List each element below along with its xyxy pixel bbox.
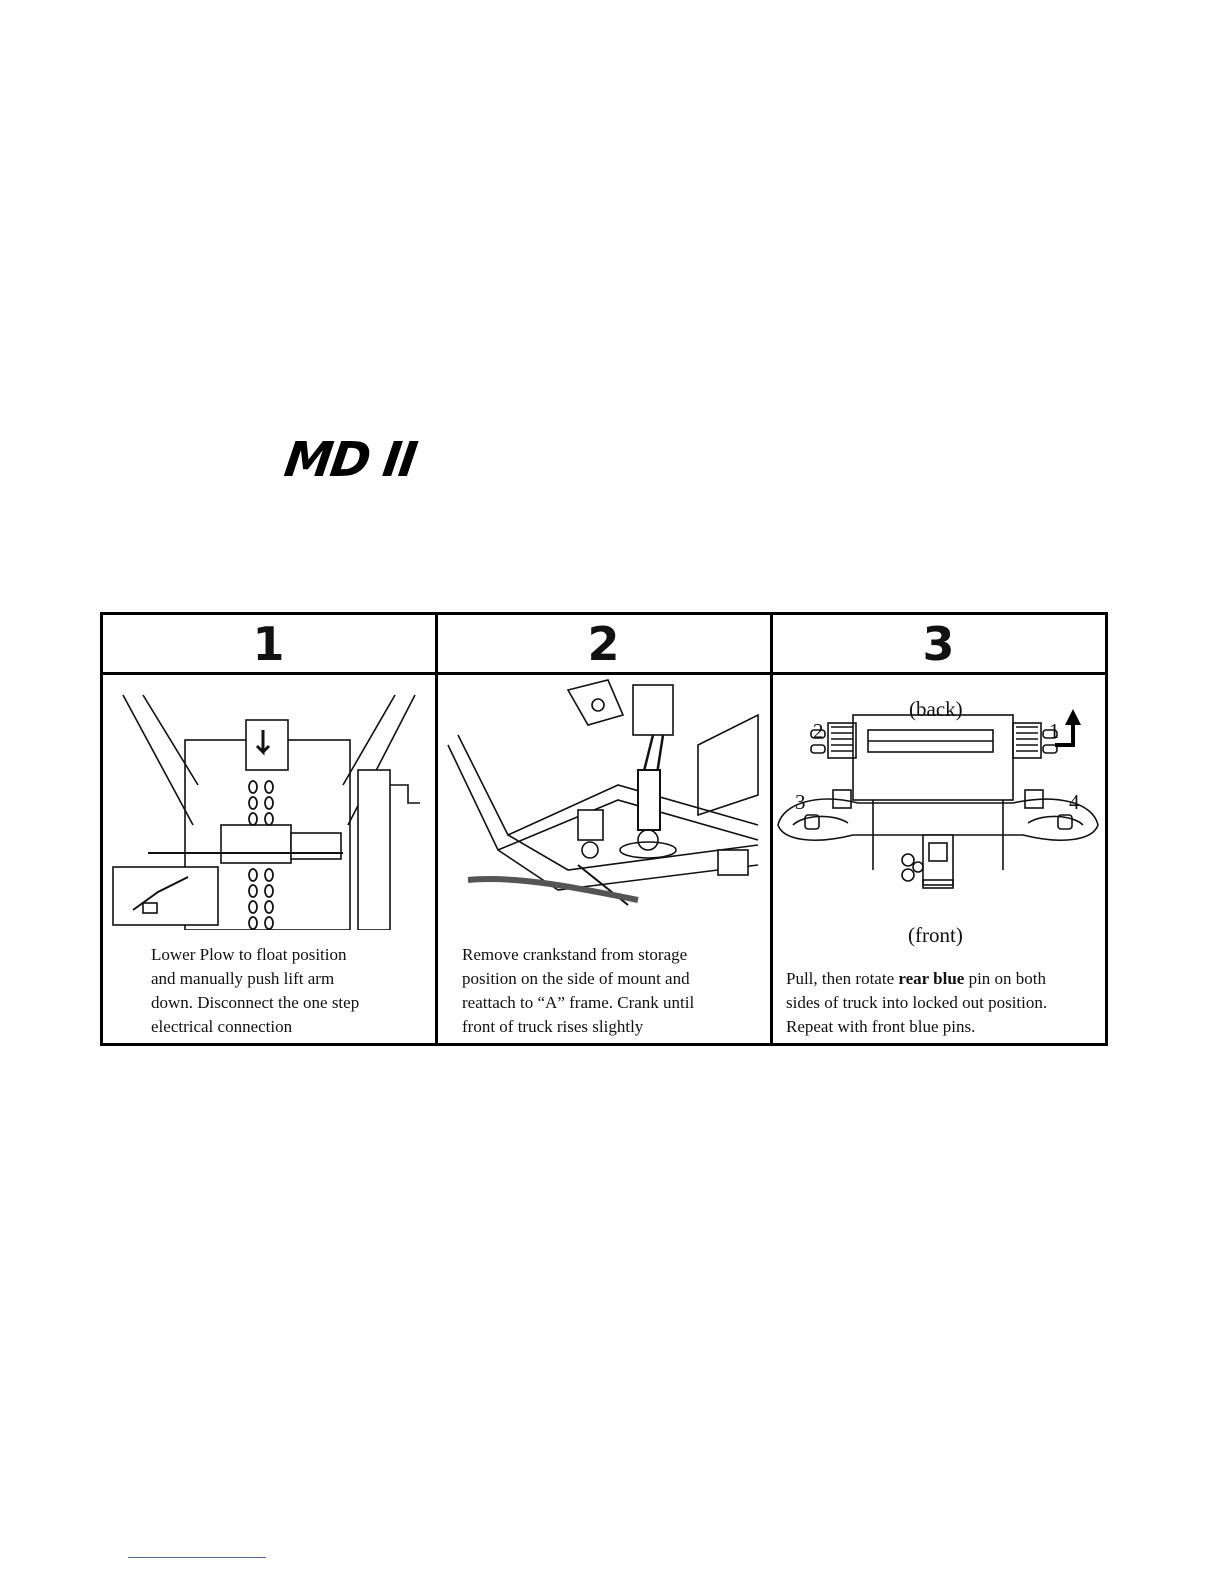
step-3-number: 3 — [773, 615, 1105, 675]
step-2-body: Remove crankstand from storage position … — [438, 675, 770, 1043]
step-3-caption: Pull, then rotate rear blue pin on both … — [773, 967, 1105, 1039]
step-3-caption-emphasis: rear blue — [898, 969, 965, 988]
step-1-body: Lower Plow to float position and manuall… — [103, 675, 435, 1043]
pin-label-2: 2 — [813, 719, 824, 743]
crankstand-a-frame-illustration — [447, 679, 759, 906]
lift-arm-chain-illustration — [112, 694, 420, 930]
step-3-body: (back) 2 1 3 4 (front) Pull, then rotate… — [773, 675, 1105, 1043]
step-1-caption: Lower Plow to float position and manuall… — [151, 945, 360, 1036]
mount-pin-diagram — [777, 709, 1099, 889]
footer-link-underline — [128, 1557, 266, 1558]
pin-label-3: 3 — [795, 790, 806, 814]
step-3-caption-end: pin on both sides of truck into locked o… — [786, 969, 1048, 1036]
step-3-caption-start: Pull, then rotate — [786, 969, 899, 988]
instruction-steps-panel: 1 — [100, 612, 1108, 1046]
front-label: (front) — [908, 923, 963, 947]
step-2: 2 — [438, 615, 773, 1043]
step-3: 3 — [773, 615, 1105, 1043]
step-1: 1 — [103, 615, 438, 1043]
mdii-logo: MD II — [281, 432, 419, 488]
back-label: (back) — [909, 697, 963, 721]
pin-label-4: 4 — [1069, 790, 1080, 814]
step-2-number: 2 — [438, 615, 770, 675]
pin-label-1: 1 — [1049, 719, 1060, 743]
step-2-caption: Remove crankstand from storage position … — [462, 945, 695, 1036]
step-1-number: 1 — [103, 615, 435, 675]
